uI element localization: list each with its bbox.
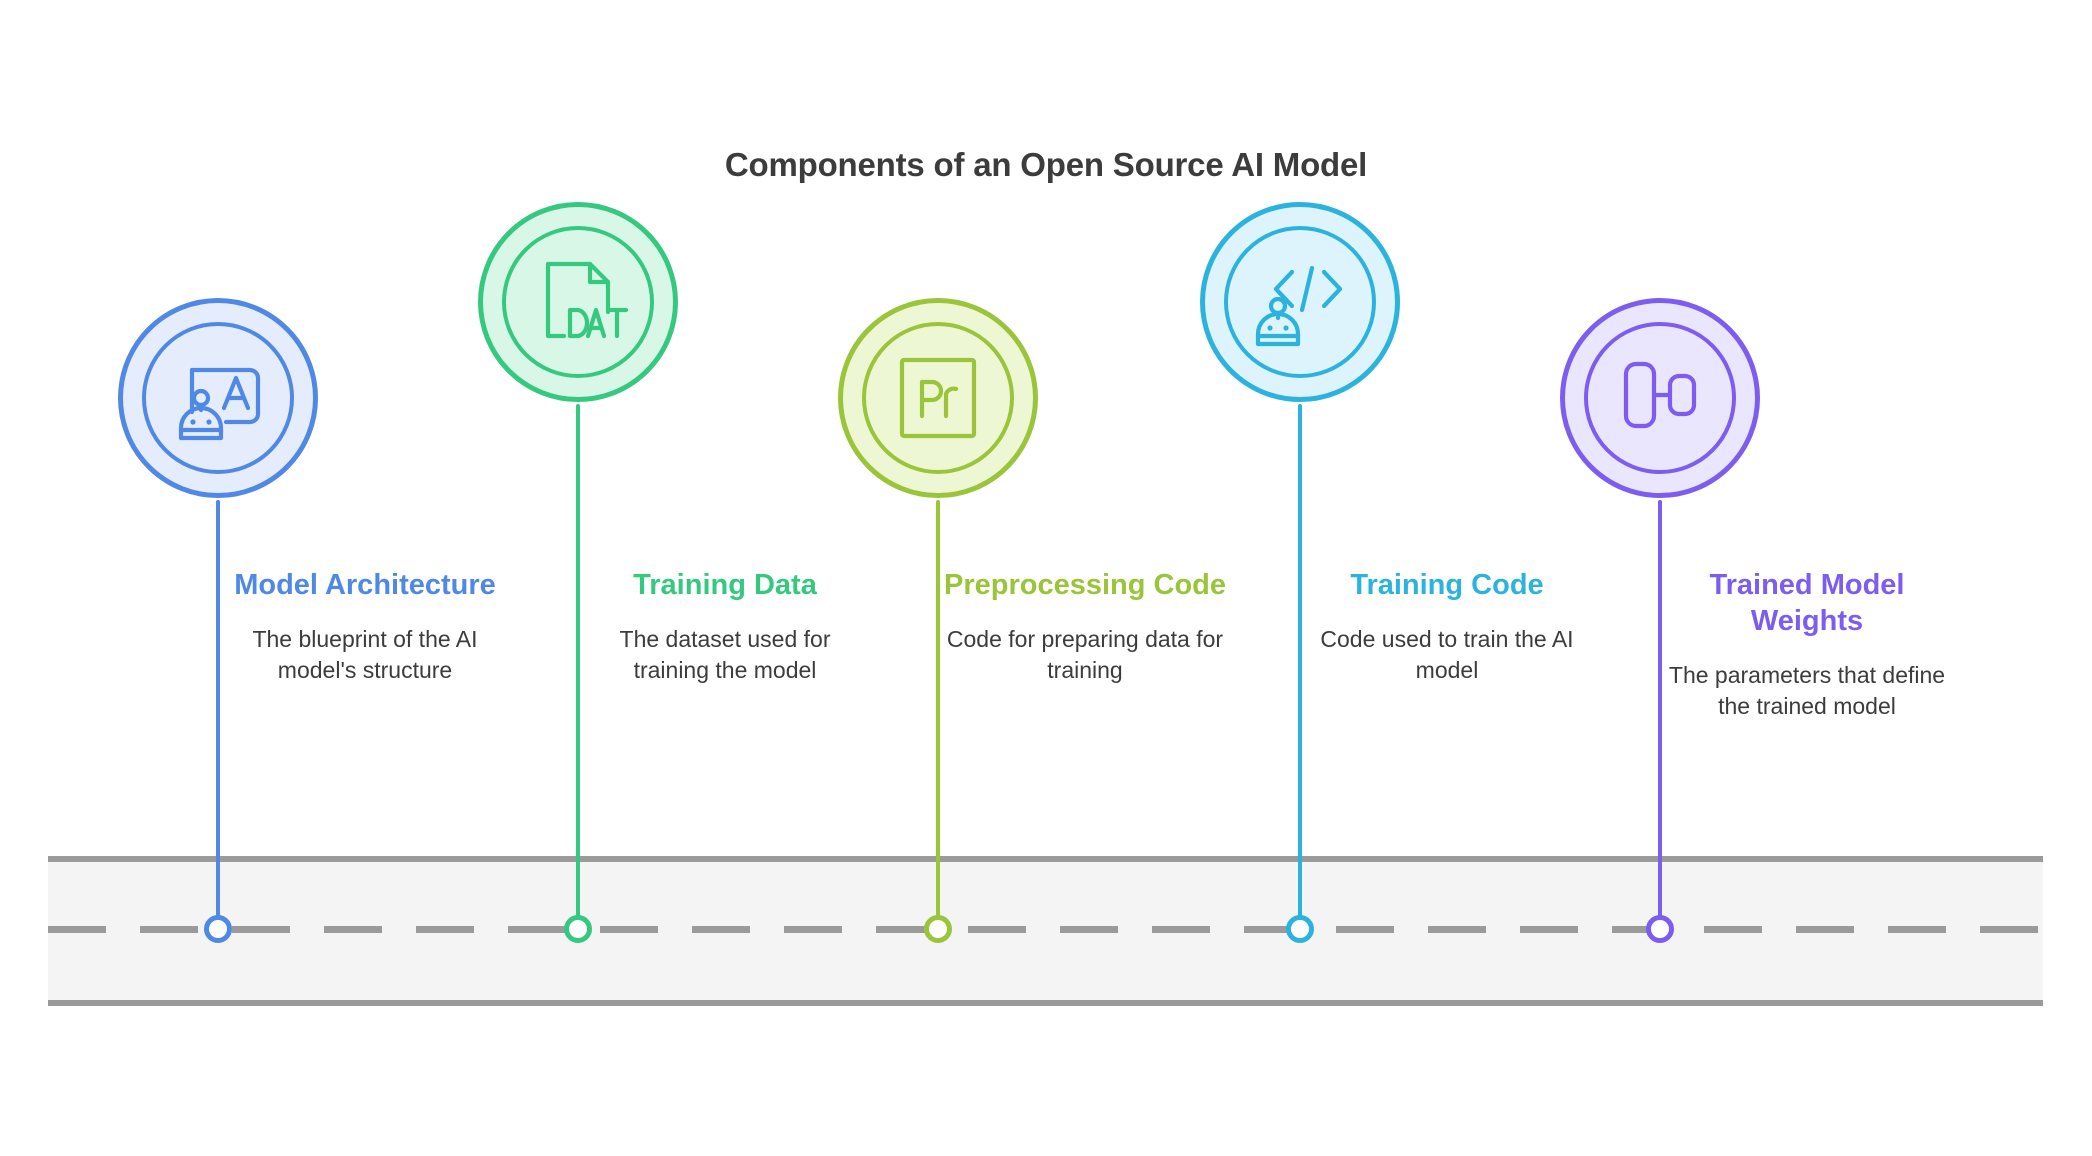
road-edge-top [48, 856, 2043, 862]
item-description-training-code: Code used to train the AI model [1320, 625, 1574, 683]
pin-stem [1298, 404, 1302, 929]
page-title: Components of an Open Source AI Model [724, 146, 1368, 183]
badge-inner-ring [1224, 226, 1376, 378]
badge-inner-ring [1584, 322, 1736, 474]
icon-badge-trained-model-weights[interactable] [1560, 298, 1760, 498]
pin-stem [936, 500, 940, 929]
pin-node[interactable] [564, 915, 592, 943]
road-edge-bottom [48, 1000, 2043, 1006]
item-title-training-code: Training Code [1350, 569, 1544, 601]
icon-badge-training-code[interactable] [1200, 202, 1400, 402]
icon-badge-training-data[interactable] [478, 202, 678, 402]
pin-stem [576, 404, 580, 929]
item-title-training-data: Training Data [633, 569, 817, 601]
road-center-dashes [48, 926, 2043, 933]
item-title-preprocessing-code: Preprocessing Code [943, 569, 1227, 601]
pin-stem [216, 500, 220, 929]
item-description-model-architecture: The blueprint of the AI model's structur… [252, 625, 478, 683]
badge-inner-ring [142, 322, 294, 474]
timeline-road [48, 856, 2043, 1006]
robot-code-brackets-icon [1255, 265, 1343, 347]
pin-stem [1658, 500, 1662, 929]
badge-inner-ring [502, 226, 654, 378]
premiere-pr-square-icon [899, 357, 977, 439]
item-title-trained-model-weights: Trained Model Weights [1709, 569, 1905, 637]
badge-inner-ring [862, 322, 1014, 474]
pin-node[interactable] [1646, 915, 1674, 943]
data-file-dat-icon [545, 261, 629, 339]
dumbbell-weights-icon [1623, 361, 1697, 429]
icon-badge-preprocessing-code[interactable] [838, 298, 1038, 498]
pin-node[interactable] [204, 915, 232, 943]
icon-badge-model-architecture[interactable] [118, 298, 318, 498]
pin-node[interactable] [924, 915, 952, 943]
item-description-trained-model-weights: The parameters that define the trained m… [1668, 661, 1946, 719]
robot-letter-a-screen-icon [178, 367, 261, 441]
item-title-model-architecture: Model Architecture [234, 569, 496, 601]
item-description-training-data: The dataset used for training the model [619, 625, 831, 683]
pin-node[interactable] [1286, 915, 1314, 943]
item-description-preprocessing-code: Code for preparing data for training [946, 625, 1224, 683]
